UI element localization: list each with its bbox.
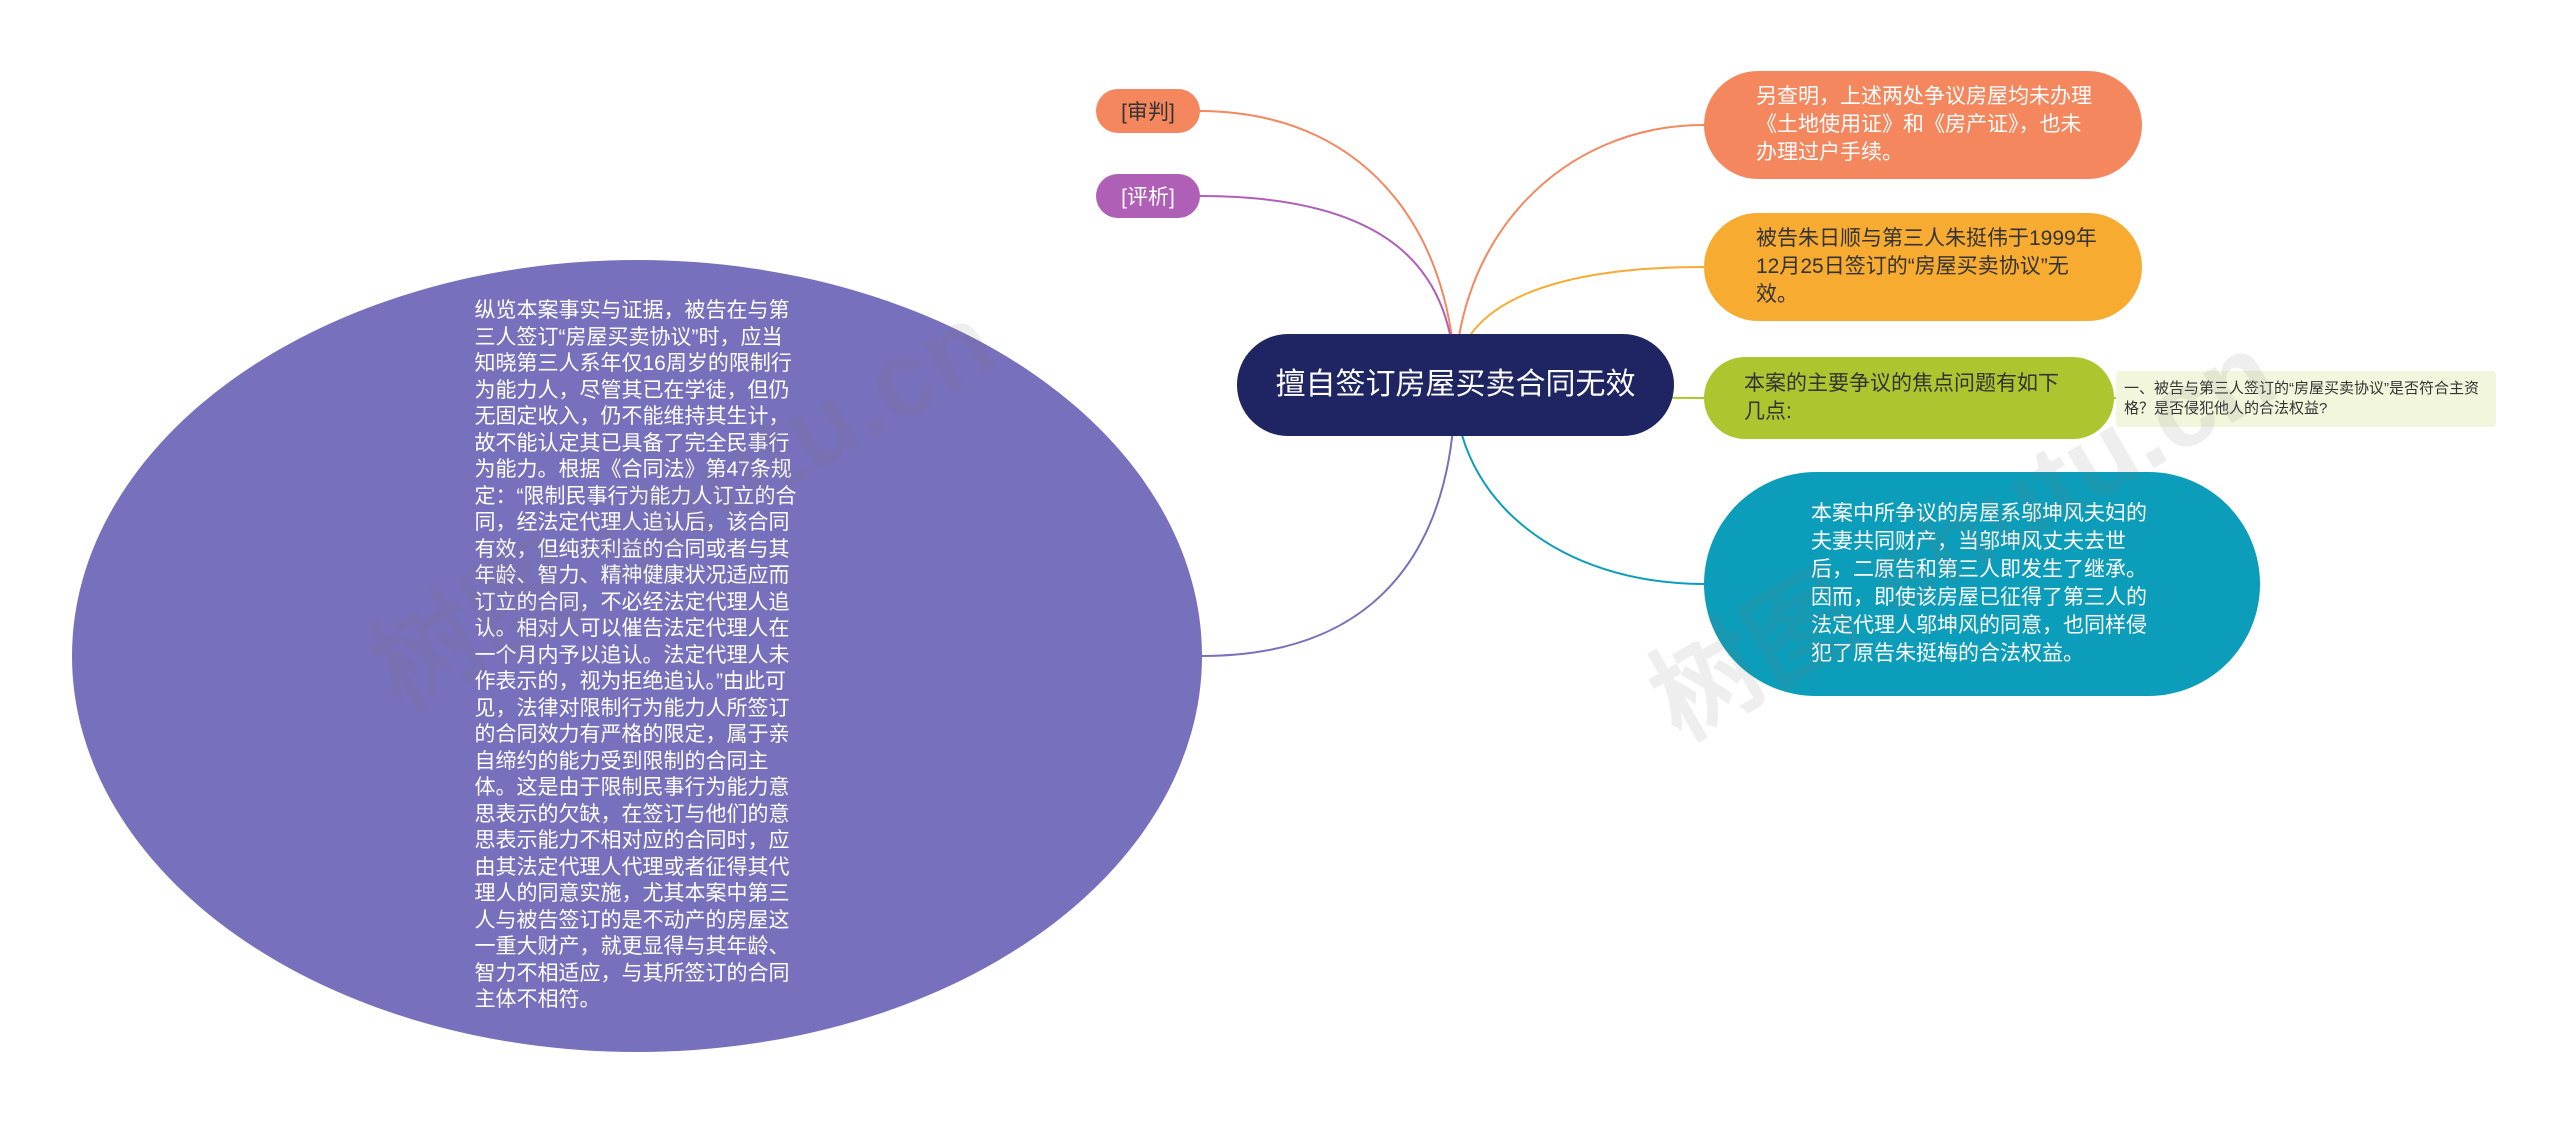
branch-teal-text: 本案中所争议的房屋系邬坤风夫妇的夫妻共同财产，当邬坤风丈夫去世后，二原告和第三人… [1811,502,2147,665]
branch-green-text: 本案的主要争议的焦点问题有如下几点: [1744,372,2059,423]
analysis-text: 纵览本案事实与证据，被告在与第三人签订“房屋买卖协议”时，应当知晓第三人系年仅1… [474,299,797,1012]
branch-yellow[interactable]: 被告朱日顺与第三人朱挺伟于1999年12月25日签订的“房屋买卖协议”无效。 [1704,213,2142,321]
branch-yellow-text: 被告朱日顺与第三人朱挺伟于1999年12月25日签订的“房屋买卖协议”无效。 [1756,227,2097,306]
link-shenpan [1199,110,1456,386]
root-topic[interactable]: 擅自签订房屋买卖合同无效 [1237,334,1674,436]
link-analysis [1201,384,1456,657]
tag-shenpan-label: [审判] [1121,101,1175,124]
branch-green-leaf[interactable]: 一、被告与第三人签订的“房屋买卖协议”是否符合主资格？是否侵犯他人的合法权益? [2116,371,2496,427]
tag-shenpan[interactable]: [审判] [1096,89,1200,133]
branch-green[interactable]: 本案的主要争议的焦点问题有如下几点: [1704,357,2114,439]
link-orange [1454,124,1705,386]
root-title: 擅自签订房屋买卖合同无效 [1275,368,1636,401]
branch-orange-text: 另查明，上述两处争议房屋均未办理《土地使用证》和《房产证》，也未办理过户手续。 [1756,85,2092,164]
tag-pingxi[interactable]: [评析] [1096,174,1200,218]
branch-green-leaf-text: 一、被告与第三人签订的“房屋买卖协议”是否符合主资格？是否侵犯他人的合法权益? [2124,380,2479,417]
branch-teal[interactable]: 本案中所争议的房屋系邬坤风夫妇的夫妻共同财产，当邬坤风丈夫去世后，二原告和第三人… [1704,472,2260,696]
tag-pingxi-label: [评析] [1121,186,1175,209]
analysis-bubble[interactable]: 纵览本案事实与证据，被告在与第三人签订“房屋买卖协议”时，应当知晓第三人系年仅1… [72,260,1202,1052]
branch-orange[interactable]: 另查明，上述两处争议房屋均未办理《土地使用证》和《房产证》，也未办理过户手续。 [1704,71,2142,179]
